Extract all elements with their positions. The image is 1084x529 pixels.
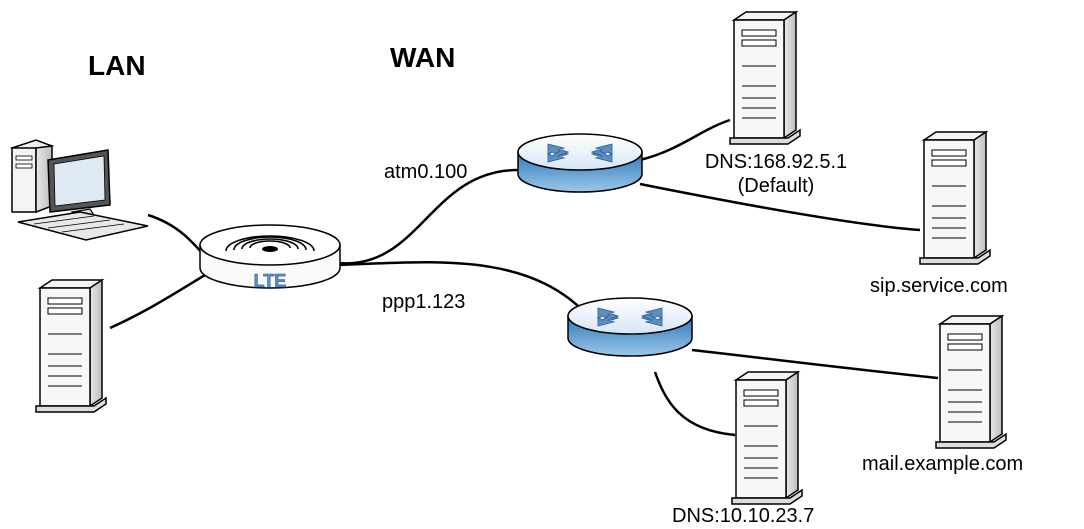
desktop-pc-icon — [9, 139, 149, 241]
wan-header: WAN — [390, 42, 456, 73]
dns-ppp-label: DNS:10.10.23.7 — [672, 505, 815, 527]
dns-default-address: DNS:168.92.5.1 — [704, 151, 848, 173]
dns-default-label: DNS:168.92.5.1 (Default) — [676, 152, 876, 196]
ppp-interface-label: ppp1.123 — [382, 291, 466, 313]
lan-header: LAN — [88, 50, 146, 81]
lte-router-icon: LTE — [199, 224, 341, 291]
dns-default-server-icon — [729, 11, 801, 145]
lan-server-icon — [35, 279, 107, 413]
dns-ppp-server-icon — [731, 371, 803, 505]
atm-interface-label: atm0.100 — [384, 161, 468, 183]
sip-server-label: sip.service.com — [870, 275, 1008, 297]
connection-lines — [109, 118, 939, 437]
wan-router-atm-icon — [517, 133, 643, 193]
wan-router-ppp-icon — [567, 297, 693, 357]
dns-default-tag: (Default) — [737, 175, 815, 197]
sip-server-icon — [919, 131, 991, 265]
lte-badge: LTE — [254, 271, 287, 291]
mail-server-icon — [935, 315, 1007, 449]
mail-server-label: mail.example.com — [862, 453, 1024, 475]
